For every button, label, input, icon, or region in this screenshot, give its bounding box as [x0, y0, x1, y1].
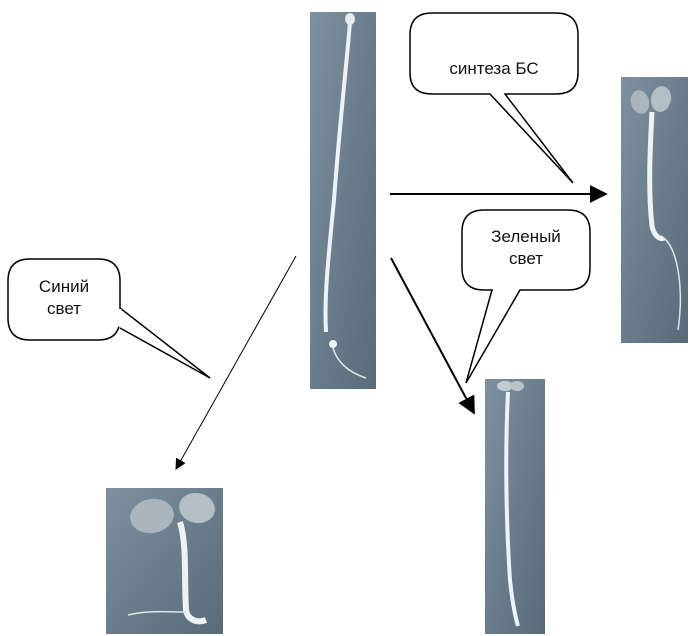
photo-bottom-right-seedling [485, 379, 545, 634]
callout-synthesis-text: синтеза БС [414, 58, 574, 80]
callout-blue-light-line1: Синий [12, 276, 116, 298]
callout-synthesis [410, 13, 578, 183]
arrow-to-bottom-right [391, 258, 474, 413]
photo-center-seedling [310, 12, 376, 389]
callout-green-light-text: Зеленый свет [466, 226, 586, 270]
photo-top-right-seedling [621, 77, 688, 343]
callout-blue-light-line2: свет [12, 298, 116, 320]
photo-bottom-left-seedling [106, 488, 223, 634]
arrow-to-bottom-left [176, 256, 296, 469]
callout-green-light-line1: Зеленый [466, 226, 586, 248]
callout-blue-light-text: Синий свет [12, 276, 116, 320]
callout-green-light-line2: свет [466, 248, 586, 270]
